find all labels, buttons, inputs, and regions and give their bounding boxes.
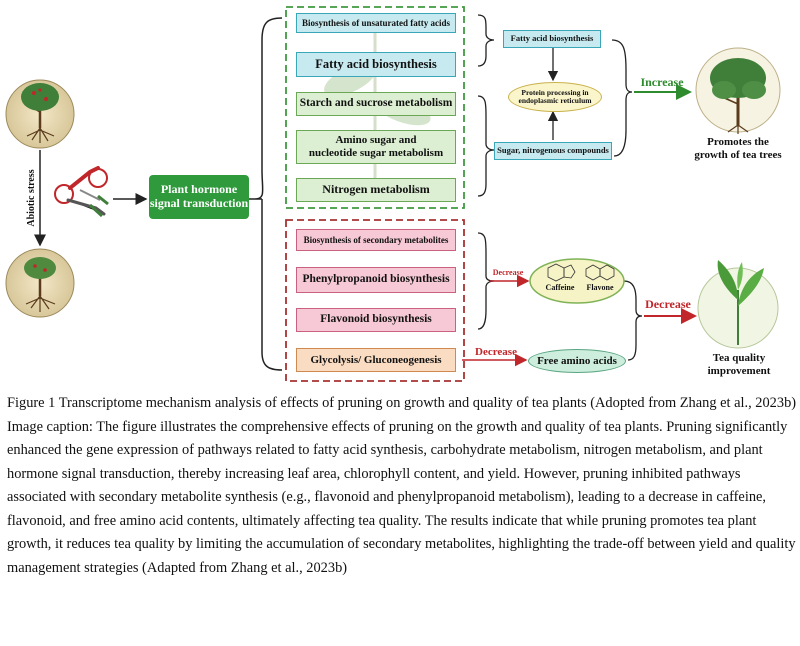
nitrogen-metabolism-box: Nitrogen metabolism: [296, 178, 456, 202]
decrease-amino-label: Decrease: [475, 346, 517, 358]
amino-sugar-line-1: Amino sugar and: [335, 134, 417, 147]
phenylpropanoid-box: Phenylpropanoid biosynthesis: [296, 267, 456, 293]
starch-sucrose-box: Starch and sucrose metabolism: [296, 92, 456, 116]
secondary-metabolites-box: Biosynthesis of secondary metabolites: [296, 229, 456, 251]
caption-title: Figure 1 Transcriptome mechanism analysi…: [7, 395, 797, 411]
protein-line-1: Protein processing in: [521, 87, 589, 97]
merge-bracket: [611, 39, 633, 157]
tree-bottom-icon: [5, 248, 75, 318]
promotes-growth-label: Promotes the growth of tea trees: [690, 136, 786, 161]
caption-text: Image caption: The figure illustrates th…: [7, 418, 796, 576]
hormone-line-2: signal transduction: [149, 196, 249, 210]
figure-caption: Figure 1 Transcriptome mechanism analysi…: [7, 392, 797, 580]
tree-result-icon: [695, 47, 781, 134]
quality-bracket: [623, 280, 643, 361]
promotes-line-1: Promotes the: [707, 136, 769, 148]
sugar-nitrogen-box: Sugar, nitrogenous compounds: [494, 142, 612, 160]
promotes-line-2: growth of tea trees: [694, 148, 782, 161]
fatty-acid-box: Fatty acid biosynthesis: [296, 52, 456, 77]
fatty-bracket: [477, 14, 495, 67]
unsaturated-fatty-acid-box: Biosynthesis of unsaturated fatty acids: [296, 13, 456, 33]
decrease-main-label: Decrease: [645, 297, 691, 311]
free-amino-acids-pill: Free amino acids: [528, 349, 626, 373]
tea-quality-label: Tea quality improvement: [694, 352, 784, 377]
pruning-mechanism-diagram: Abiotic stress Plant hormone signal tran…: [5, 6, 786, 382]
metabolite-capsule: [529, 258, 625, 304]
flavone-structure-icon: [585, 264, 615, 281]
tree-top-icon: [5, 79, 75, 149]
tea-leaf-icon: [697, 260, 779, 349]
fatty-acid-small-box: Fatty acid biosynthesis: [503, 30, 601, 48]
pruning-shears-icon: [54, 166, 109, 218]
tea-quality-line-2: improvement: [707, 364, 771, 377]
flavone-label: Flavone: [586, 283, 614, 292]
tea-quality-line-1: Tea quality: [712, 352, 766, 364]
plant-hormone-box: Plant hormone signal transduction: [149, 175, 249, 219]
increase-label: Increase: [640, 75, 684, 89]
glycolysis-box: Glycolysis/ Gluconeogenesis: [296, 348, 456, 372]
downregulated-group: [285, 219, 465, 382]
abiotic-stress-label: Abiotic stress: [26, 169, 37, 227]
main-bracket: [249, 17, 283, 371]
caffeine-structure-icon: [547, 263, 576, 282]
protein-line-2: endoplasmic reticulum: [518, 96, 592, 105]
hormone-line-1: Plant hormone: [160, 182, 238, 197]
upregulated-group: [285, 6, 465, 209]
protein-processing-pill: Protein processing in endoplasmic reticu…: [508, 82, 602, 112]
caffeine-label: Caffeine: [545, 283, 575, 292]
decrease-small-label: Decrease: [492, 268, 524, 277]
sugar-bracket: [477, 95, 495, 197]
hormone-leaf-icon: [236, 164, 252, 176]
amino-sugar-line-2: nucleotide sugar metabolism: [308, 147, 444, 159]
amino-sugar-box: Amino sugar and nucleotide sugar metabol…: [296, 130, 456, 164]
flavonoid-box: Flavonoid biosynthesis: [296, 308, 456, 332]
